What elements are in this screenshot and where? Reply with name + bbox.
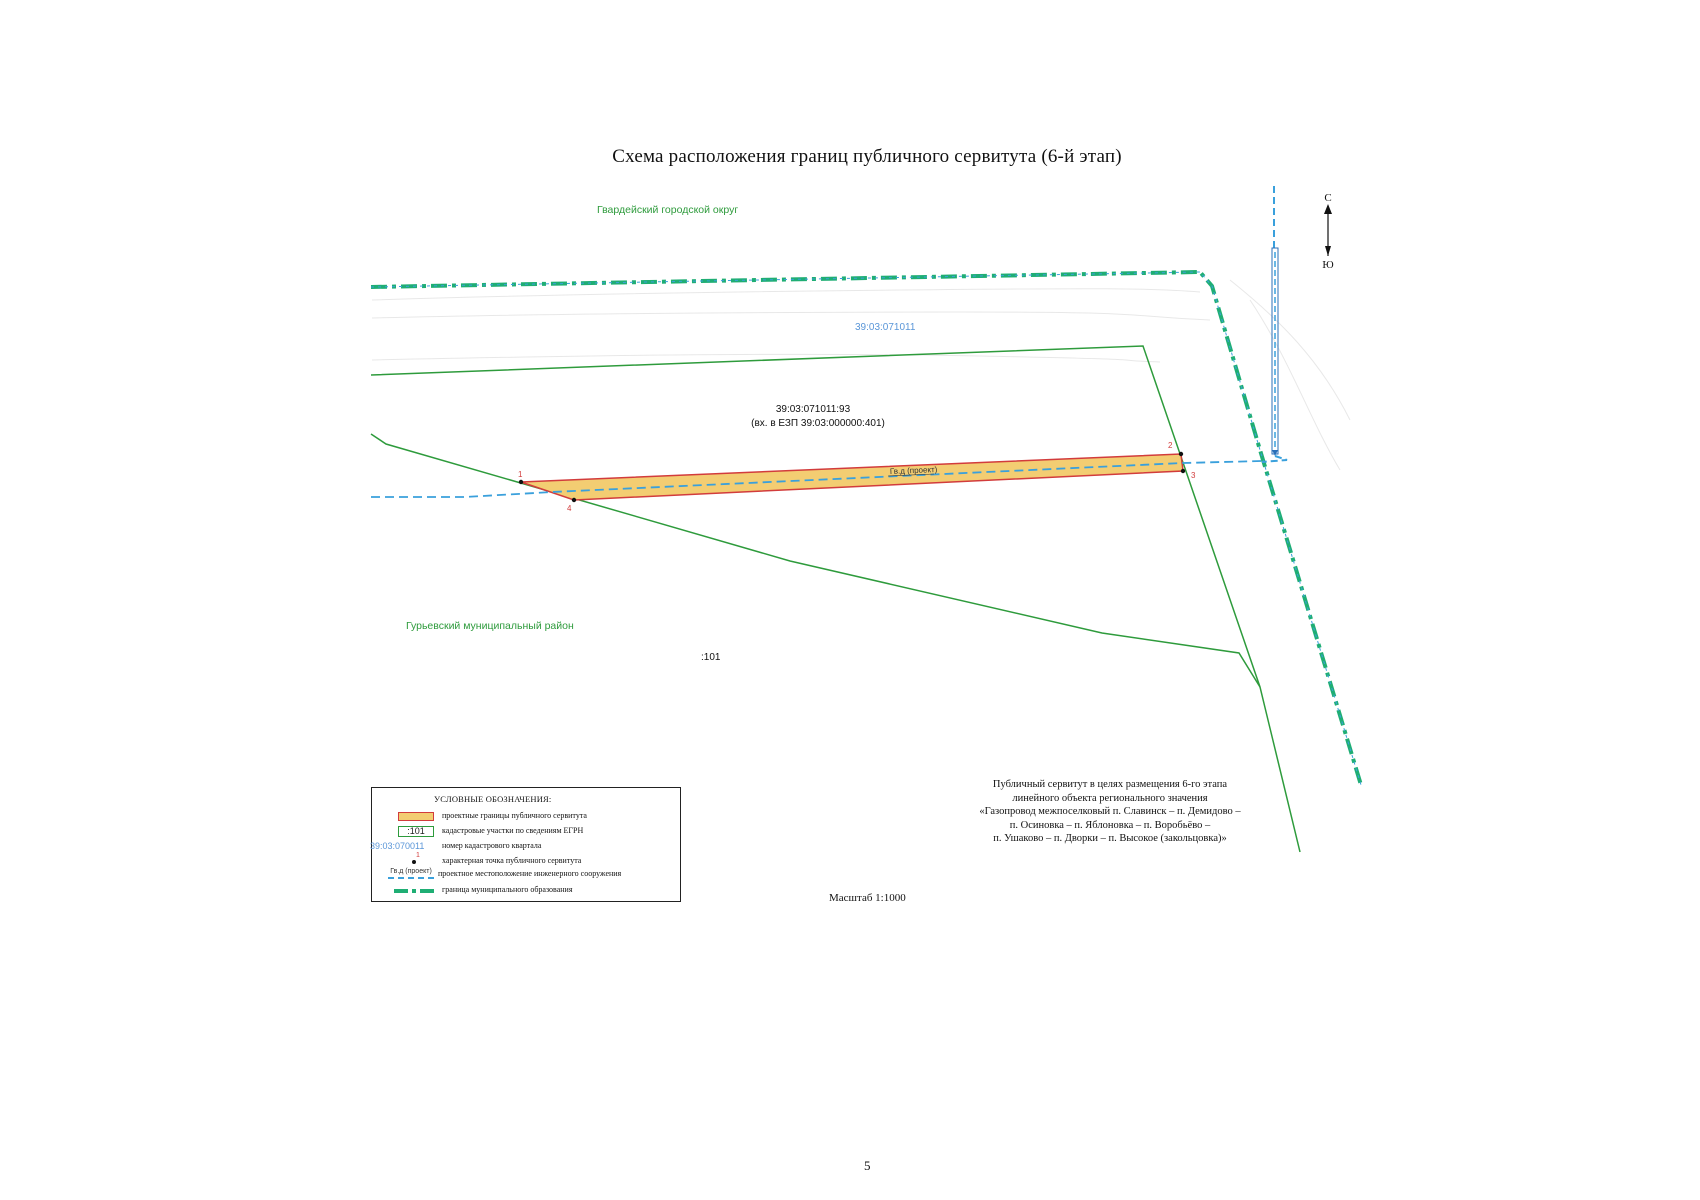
district-top-label: Гвардейский городской округ [597,204,738,216]
pipeline-label: Гв.д (проект) [890,465,938,476]
quarter-swatch-text: 39:03:070011 [370,841,425,851]
pipeline-label-underline [887,473,935,477]
legend-item-text: номер кадастрового квартала [442,841,542,850]
scale-label: Масштаб 1:1000 [829,892,906,904]
parcel-other-number: :101 [701,652,721,663]
servitude-note: Публичный сервитут в целях размещения 6-… [945,778,1275,846]
point-3-label: 3 [1191,471,1196,480]
municipal-boundary [370,269,1363,786]
point-1-label: 1 [518,470,523,479]
note-line: Публичный сервитут в целях размещения 6-… [992,779,1228,790]
legend-title: УСЛОВНЫЕ ОБОЗНАЧЕНИЯ: [434,794,552,804]
note-line: п. Осиновка – п. Яблоновка – п. Воробьёв… [1009,819,1211,831]
legend-item-text: граница муниципального образования [442,885,573,894]
note-line: п. Ушаково – п. Дворки – п. Высокое (зак… [993,833,1227,844]
note-line: «Газопровод межпоселковый п. Славинск – … [979,806,1241,817]
compass-north-label: С [1324,192,1331,204]
background-topography [371,279,1351,471]
point-2-label: 2 [1168,441,1173,450]
page-number: 5 [864,1158,871,1173]
parcel-main-note: (вх. в ЕЗП 39:03:000000:401) [751,418,885,429]
parcel-swatch-icon: :101 [398,826,434,837]
parcel-main-number: 39:03:071011:93 [776,404,851,415]
municipal-boundary-swatch-icon [394,889,438,893]
projected-pipeline [371,460,1263,498]
quarter-number-label: 39:03:071011 [855,322,916,333]
servitude-swatch-icon [398,812,434,821]
legend-item-servitude: проектные границы публичного сервитута [372,810,680,824]
legend-item-point: 1 характерная точка публичного сервитута [372,852,680,869]
pipeline-swatch-icon: Гв.д (проект) [388,868,434,880]
pipeline-swatch-text: Гв.д (проект) [390,868,432,875]
point-swatch-icon [412,860,416,864]
legend: УСЛОВНЫЕ ОБОЗНАЧЕНИЯ: проектные границы … [370,787,681,902]
characteristic-points [518,451,1186,503]
vertical-pipeline [1261,186,1288,463]
page-title: Схема расположения границ публичного сер… [612,146,1122,167]
legend-item-parcel: :101 кадастровые участки по сведениям ЕГ… [372,825,680,839]
legend-item-text: кадастровые участки по сведениям ЕГРН [442,826,584,835]
note-line: линейного объекта регионального значения [1012,792,1208,804]
parcel-boundaries [370,345,1301,853]
legend-item-pipeline: Гв.д (проект) проектное местоположение и… [372,868,680,882]
legend-item-quarter: 39:03:070011 номер кадастрового квартала [370,840,680,854]
legend-item-text: проектные границы публичного сервитута [442,811,587,820]
legend-item-text: проектное местоположение инженерного соо… [438,869,622,878]
compass-south-label: Ю [1322,259,1333,271]
point-swatch-number: 1 [416,852,420,859]
legend-item-text: характерная точка публичного сервитута [442,856,582,865]
point-1-marker [518,479,524,485]
legend-item-municipal: граница муниципального образования [372,884,680,898]
compass-icon: С Ю [1322,192,1333,271]
point-4-marker [571,497,577,503]
point-3-marker [1180,468,1186,474]
servitude-strip [520,453,1184,501]
point-2-marker [1178,451,1184,457]
point-4-label: 4 [567,504,572,513]
district-bottom-label: Гурьевский муниципальный район [406,620,574,632]
